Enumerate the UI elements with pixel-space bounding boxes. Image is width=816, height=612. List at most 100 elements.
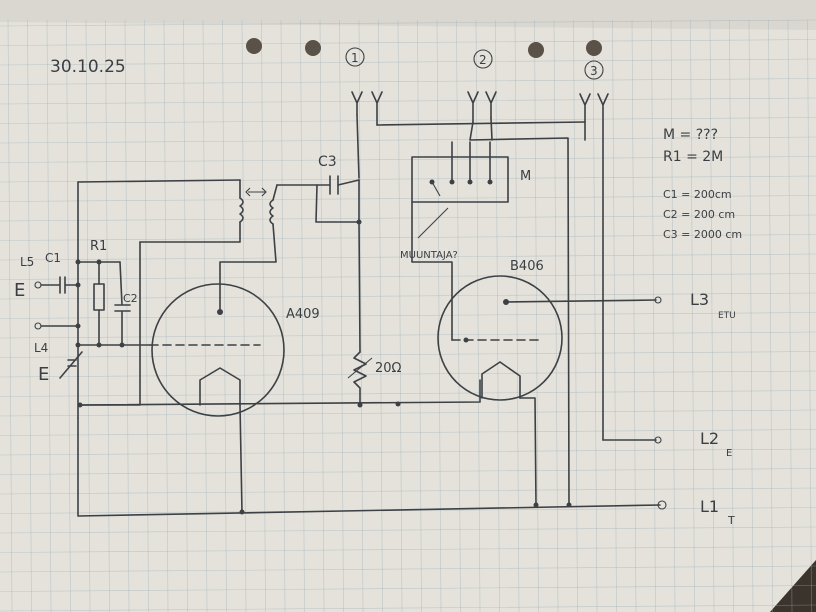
rheostat-label: 20Ω	[375, 361, 402, 376]
value-c3: C3 = 2000 cm	[663, 228, 742, 241]
grid-line-horizontal	[0, 448, 816, 456]
grid-line-horizontal	[0, 234, 816, 241]
grid-line-vertical	[85, 19, 91, 612]
l2-sub-label: E	[726, 448, 732, 459]
grid-line-horizontal	[0, 370, 816, 378]
schematic: M MUUNTAJA? C3 R1	[14, 91, 736, 527]
grid-line-horizontal	[0, 604, 816, 612]
output-labels: L3 ETU L2 E L1 T	[690, 290, 736, 527]
l5-label: L5	[20, 255, 34, 269]
column-1-down-wire	[356, 114, 360, 179]
tube1-filament-drop	[239, 404, 243, 513]
value-m: M = ???	[663, 127, 718, 143]
grid-line-vertical	[280, 19, 286, 612]
grid-line-vertical	[768, 19, 773, 612]
grid-line-horizontal	[0, 487, 816, 495]
column-2-label: 2	[479, 53, 487, 67]
l3-sub-label: ETU	[718, 311, 736, 321]
grid-line-vertical	[105, 19, 110, 612]
c1-label: C1	[45, 251, 61, 265]
grid-line-vertical	[261, 19, 266, 612]
grid-line-vertical	[495, 19, 500, 612]
column-1-main	[358, 221, 361, 353]
junction-dots	[75, 219, 572, 515]
left-top-wire	[77, 179, 241, 183]
e2-label: E	[38, 364, 49, 385]
grid-line-horizontal	[0, 78, 816, 85]
top-bus	[376, 121, 586, 126]
grid-line-horizontal	[0, 409, 816, 417]
grid-line-horizontal	[0, 58, 816, 66]
grid-line-horizontal	[0, 331, 816, 339]
grid-line-vertical	[748, 19, 754, 612]
grid-line-horizontal	[0, 351, 816, 358]
grid-line-horizontal	[0, 195, 816, 202]
transformer-label: M	[520, 169, 531, 184]
grid-line-vertical	[592, 19, 598, 612]
coupling-coils	[139, 179, 278, 313]
c3-loop	[315, 179, 360, 223]
grid-line-vertical	[612, 19, 617, 612]
grid-line-horizontal	[0, 565, 816, 573]
l2-label: L2	[700, 429, 719, 448]
grid-line-horizontal	[0, 156, 816, 163]
capacitor-c2: C2	[114, 261, 138, 346]
grid-line-horizontal	[0, 117, 816, 124]
c2-label: C2	[123, 292, 138, 305]
grid-lines	[0, 19, 816, 612]
grid-line-vertical	[124, 19, 130, 612]
input-l5-c1: E L5 C1	[14, 251, 79, 301]
filament-bus	[79, 379, 481, 406]
grid-line-horizontal	[0, 19, 816, 27]
value-c2: C2 = 200 cm	[663, 208, 735, 221]
grid-line-horizontal	[0, 312, 816, 319]
grid-line-horizontal	[0, 526, 816, 534]
grid-line-vertical	[144, 19, 149, 612]
column-markers: 1 2 3	[345, 47, 604, 80]
l3-label: L3	[690, 290, 709, 309]
grid-line-vertical	[66, 19, 71, 612]
grid-line-horizontal	[0, 292, 816, 300]
grid-line-horizontal	[0, 468, 816, 475]
grid-line-horizontal	[0, 429, 816, 436]
tube-a409: A409	[149, 283, 320, 417]
r1-label: R1	[90, 239, 107, 254]
transformer-m: M MUUNTAJA?	[400, 141, 531, 261]
grid-line-horizontal	[0, 39, 816, 46]
l4-label: L4	[34, 341, 48, 355]
column-3-label: 3	[590, 64, 598, 78]
column-1-label: 1	[351, 51, 359, 65]
grid-line-vertical	[163, 19, 169, 612]
grid-line-vertical	[417, 19, 422, 612]
capacitor-c3: C3	[276, 154, 360, 195]
grid-line-horizontal	[0, 136, 816, 144]
component-values: M = ??? R1 = 2M C1 = 200cm C2 = 200 cm C…	[663, 127, 742, 241]
grid-line-vertical	[807, 19, 812, 612]
input-l4: L4 E	[34, 322, 83, 385]
l1-sub-label: T	[727, 514, 735, 527]
column-2-feed	[469, 121, 570, 506]
grid-line-vertical	[787, 19, 793, 612]
grid-line-horizontal	[0, 546, 816, 553]
grid-line-horizontal	[0, 214, 816, 222]
grid-line-horizontal	[0, 97, 816, 105]
tube-a409-label: A409	[286, 307, 320, 322]
e1-label: E	[14, 280, 25, 301]
antenna-symbols	[351, 91, 609, 441]
grid-line-vertical	[534, 19, 539, 612]
column-2-feed-b	[490, 117, 493, 141]
rheostat-20-ohm: 20Ω	[347, 351, 402, 406]
grid-line-vertical	[709, 19, 715, 612]
grid-line-vertical	[475, 19, 481, 612]
date-label: 30.10.25	[50, 57, 126, 77]
c3-label: C3	[318, 154, 337, 170]
grid-line-horizontal	[0, 253, 816, 261]
l3-wire	[505, 299, 657, 303]
value-r1: R1 = 2M	[663, 149, 723, 165]
grid-line-vertical	[436, 19, 442, 612]
grid-line-vertical	[553, 19, 559, 612]
grid-line-vertical	[729, 19, 734, 612]
grid-line-horizontal	[0, 585, 816, 592]
bottom-bus	[77, 417, 661, 517]
